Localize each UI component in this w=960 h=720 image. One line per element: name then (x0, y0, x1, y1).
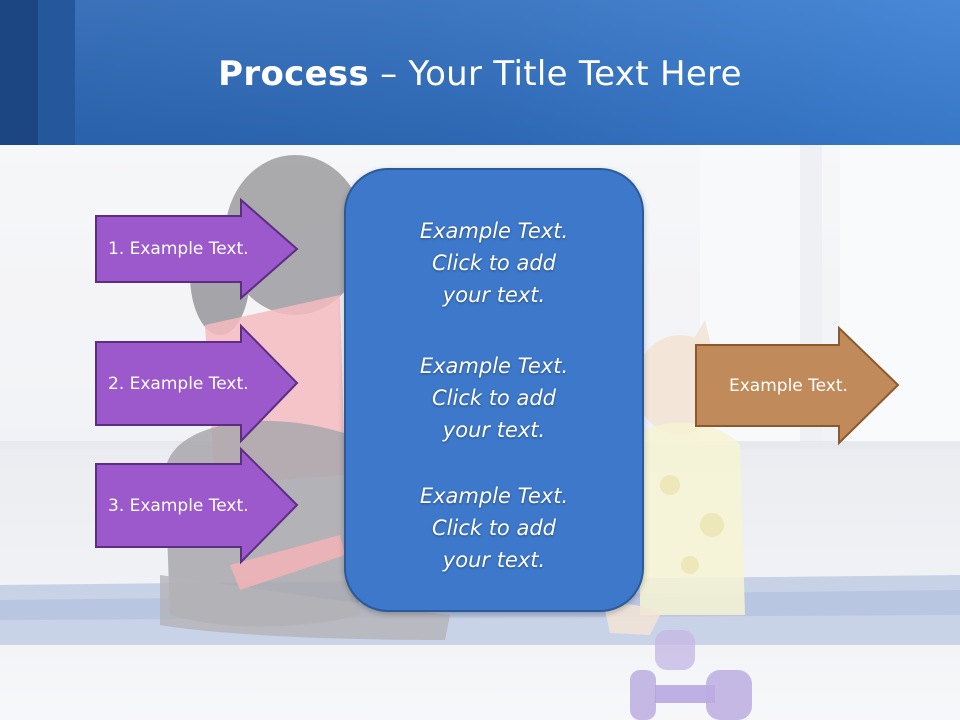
process-center-box[interactable]: Example Text. Click to add your text. Ex… (344, 168, 644, 612)
process-arrow-2-label: 2. Example Text. (108, 373, 249, 394)
process-output-arrow-label: Example Text. (729, 375, 848, 396)
slide-title[interactable]: Process – Your Title Text Here (0, 52, 960, 96)
slide-title-rest: – Your Title Text Here (369, 54, 742, 94)
right-arrow-icon (95, 197, 299, 301)
right-arrow-icon (95, 323, 299, 444)
process-arrow-1-label: 1. Example Text. (108, 239, 249, 259)
center-text-block-1[interactable]: Example Text. Click to add your text. (346, 215, 642, 311)
process-output-arrow[interactable]: Example Text. (695, 325, 900, 446)
center-text-block-2[interactable]: Example Text. Click to add your text. (346, 350, 642, 446)
process-arrow-3[interactable]: 3. Example Text. (95, 446, 299, 565)
process-arrow-1[interactable]: 1. Example Text. (95, 197, 299, 301)
center-text-line: Click to add (431, 386, 556, 410)
process-arrow-3-label: 3. Example Text. (108, 495, 249, 516)
process-arrow-2[interactable]: 2. Example Text. (95, 323, 299, 444)
title-bar: Process – Your Title Text Here (0, 0, 960, 145)
header-accent-dark (0, 0, 38, 145)
center-text-line: your text. (442, 548, 546, 572)
right-arrow-icon (95, 446, 299, 565)
center-text-line: Example Text. (419, 219, 569, 243)
center-text-line: Example Text. (419, 354, 569, 378)
center-text-line: your text. (442, 283, 546, 307)
center-text-line: Click to add (431, 251, 556, 275)
right-arrow-icon (695, 325, 900, 446)
center-text-line: Example Text. (419, 484, 569, 508)
center-text-line: your text. (442, 418, 546, 442)
header-accent-mid (38, 0, 75, 145)
center-text-line: Click to add (431, 516, 556, 540)
center-text-block-3[interactable]: Example Text. Click to add your text. (346, 480, 642, 576)
slide-title-bold: Process (218, 54, 370, 94)
